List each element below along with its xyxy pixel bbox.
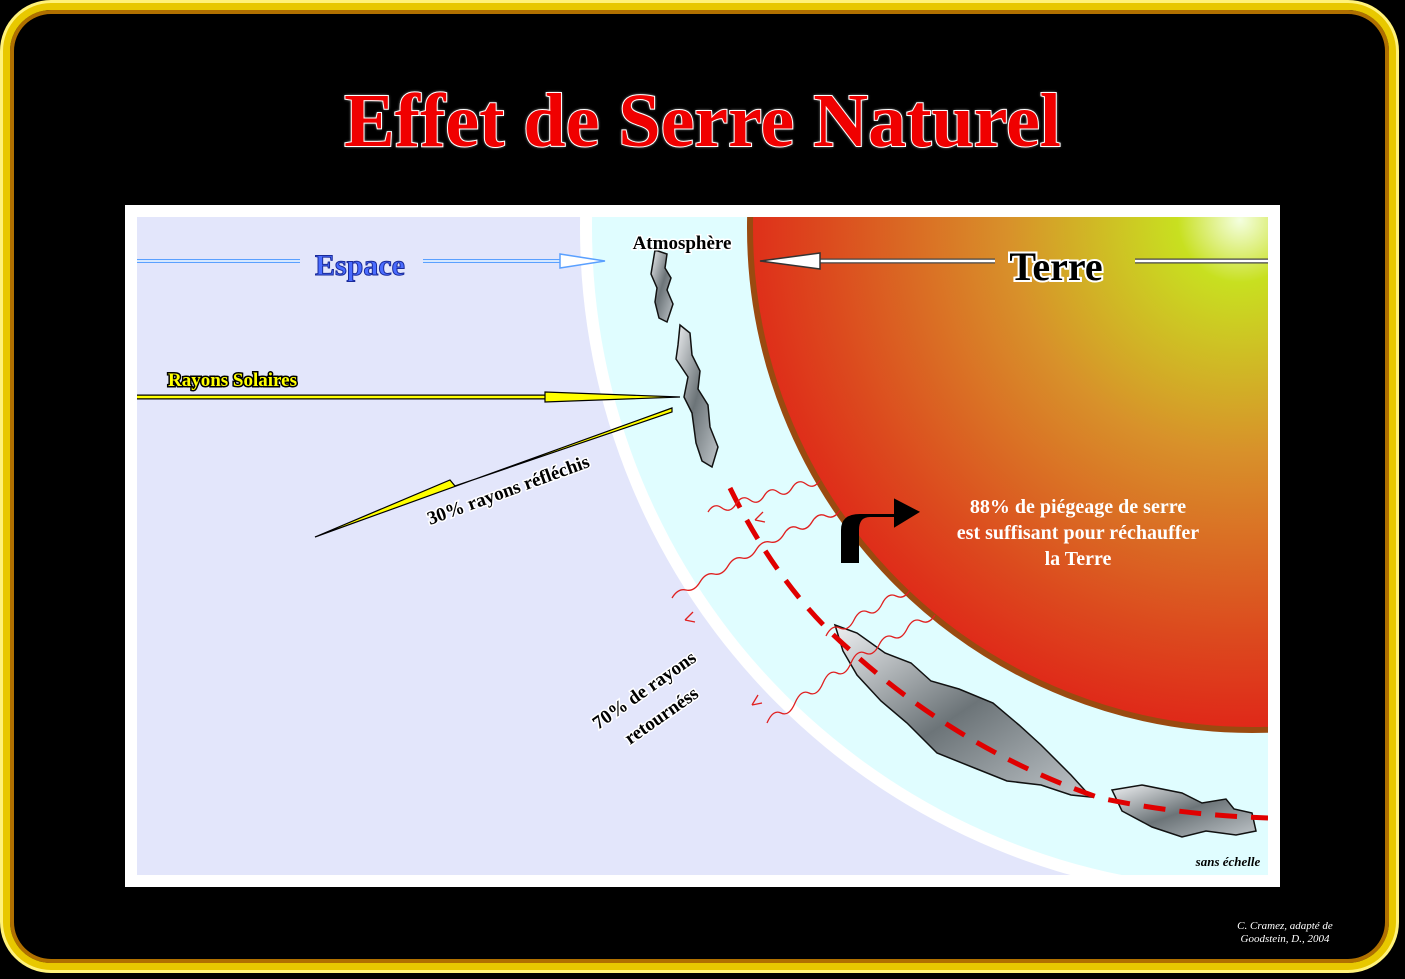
page-title: Effet de Serre Naturel <box>343 78 1062 164</box>
cloud <box>675 323 719 469</box>
earth-arrow <box>759 252 1268 270</box>
earth <box>747 217 1268 733</box>
scale-note: sans échelle <box>1195 854 1261 869</box>
credit-line1: C. Cramez, adapté de <box>1237 920 1333 932</box>
credit: C. Cramez, adapté de Goodstein, D., 2004 <box>1200 920 1370 946</box>
earth-label: Terre <box>1009 244 1102 289</box>
reflected-ray-arrow <box>314 407 673 538</box>
trap-label-line3: la Terre <box>1045 548 1112 570</box>
atmosphere-label: Atmosphère <box>633 233 732 254</box>
diagram-panel: Espace Atmosphère Terre Rayons Solaires … <box>125 205 1280 887</box>
infrared-rays <box>671 479 936 724</box>
greenhouse-trap-line <box>727 486 1268 821</box>
credit-line2: Goodstein, D., 2004 <box>1240 933 1330 945</box>
sun-ray-arrow <box>137 391 681 403</box>
sun-rays-label: Rayons Solaires <box>168 370 297 391</box>
greenhouse-diagram: Espace Atmosphère Terre Rayons Solaires … <box>137 217 1268 875</box>
trap-turn-arrow-icon <box>841 498 921 563</box>
space-arrow <box>137 253 606 269</box>
trap-label-line2: est suffisant pour réchauffer <box>957 522 1200 544</box>
trap-label-line1: 88% de piégeage de serre <box>970 496 1186 518</box>
space-label: Espace <box>315 249 405 282</box>
cloud <box>650 249 674 324</box>
